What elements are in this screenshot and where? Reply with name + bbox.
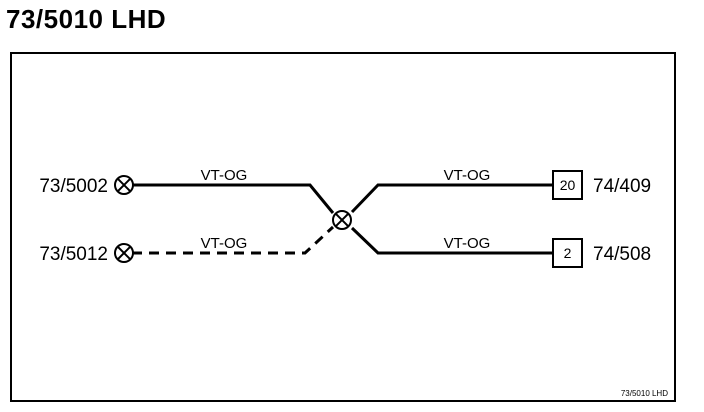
connector-label-right-top: 74/409: [593, 176, 651, 197]
page-title: 73/5010 LHD: [6, 4, 167, 34]
connector-label-right-bottom: 74/508: [593, 244, 651, 265]
wire-label-bottom-right: VT-OG: [444, 235, 491, 252]
wire-bottom-left: [132, 225, 335, 255]
circle-x-splice-icon: [332, 210, 352, 230]
wire-label-bottom-left: VT-OG: [201, 235, 248, 252]
circle-x-connector-icon: [114, 243, 134, 263]
diagram-frame: [10, 52, 676, 402]
wire-bottom-right: [350, 226, 553, 255]
footer-reference: 73/5010 LHD: [621, 389, 668, 398]
wire-label-top-right: VT-OG: [444, 167, 491, 184]
pin-number-bottom: 2: [564, 245, 572, 261]
pin-box-bottom: [552, 238, 583, 268]
circle-x-connector-icon: [114, 175, 134, 195]
wire-top-right: [350, 183, 553, 214]
connector-label-left-bottom: 73/5012: [39, 244, 108, 265]
wire-label-top-left: VT-OG: [201, 167, 248, 184]
pin-box-top: [552, 170, 583, 200]
connector-label-left-top: 73/5002: [39, 176, 108, 197]
pin-number-top: 20: [560, 177, 576, 193]
wire-top-left: [132, 183, 335, 214]
